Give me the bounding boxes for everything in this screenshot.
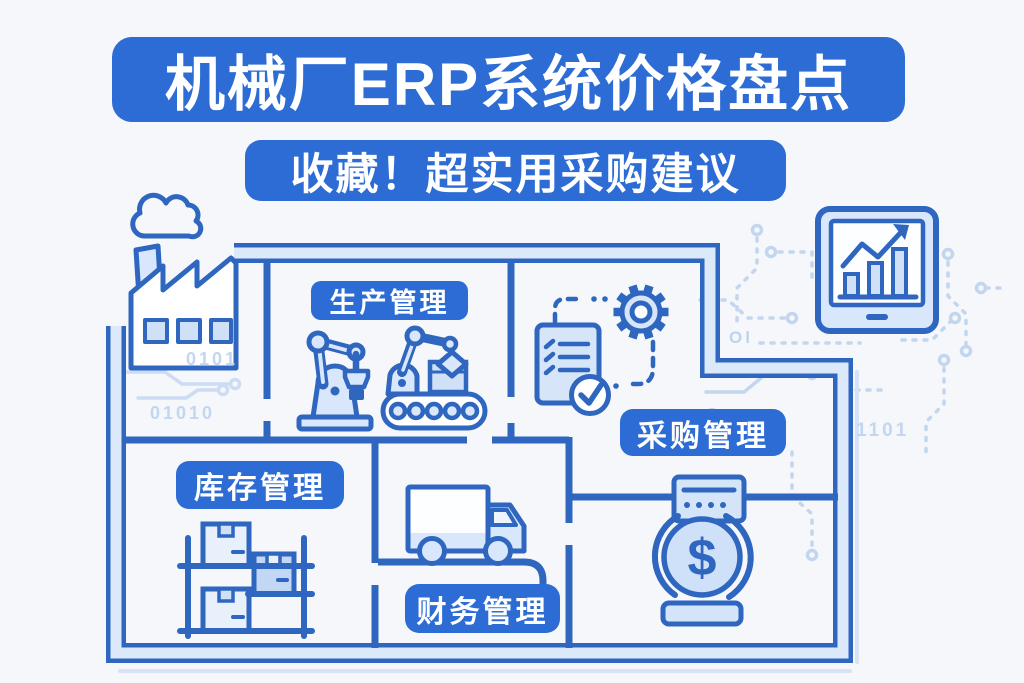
robot-arm-icon xyxy=(296,330,374,432)
circuit-decor-left xyxy=(125,370,242,400)
finance-label: 财务管理 xyxy=(405,584,560,633)
tablet-chart-icon xyxy=(815,206,939,334)
subtitle-banner: 收藏！超实用采购建议 xyxy=(245,140,786,201)
conveyor-belt-icon xyxy=(380,325,488,431)
factory-icon xyxy=(128,192,239,371)
connector-dashes xyxy=(552,296,656,389)
check-circle-icon xyxy=(569,374,611,416)
subtitle-text: 收藏！超实用采购建议 xyxy=(290,150,741,199)
production-label-text: 生产管理 xyxy=(329,288,450,318)
inventory-label: 库存管理 xyxy=(176,461,344,509)
procurement-label: 采购管理 xyxy=(620,409,786,456)
finance-label-text: 财务管理 xyxy=(416,595,549,629)
road-line xyxy=(378,558,547,596)
coin-cycle-icon: $ xyxy=(651,513,754,627)
binary-text-top-left: 0101 xyxy=(186,349,239,369)
shelf-boxes-icon xyxy=(177,521,315,639)
building-outline xyxy=(106,243,859,673)
dollar-symbol: $ xyxy=(688,529,717,587)
binary-text-right: 1101 xyxy=(856,420,910,441)
trend-line xyxy=(840,227,906,269)
title-banner: 机械厂ERP系统价格盘点 xyxy=(112,37,905,122)
factory-windows xyxy=(143,318,233,344)
title-text: 机械厂ERP系统价格盘点 xyxy=(164,51,853,118)
production-label: 生产管理 xyxy=(311,281,468,320)
binary-text-small-right: Ol xyxy=(729,328,753,347)
binary-text-bottom-left: 01010 xyxy=(150,403,216,423)
smoke-icon xyxy=(130,192,204,240)
procurement-label-text: 采购管理 xyxy=(637,419,769,453)
receipt-icon xyxy=(671,474,747,524)
trend-arrow xyxy=(893,224,909,240)
home-button xyxy=(866,314,888,320)
inventory-label-text: 库存管理 xyxy=(194,472,326,505)
truck-icon xyxy=(405,484,527,566)
gear-icon xyxy=(613,284,669,340)
